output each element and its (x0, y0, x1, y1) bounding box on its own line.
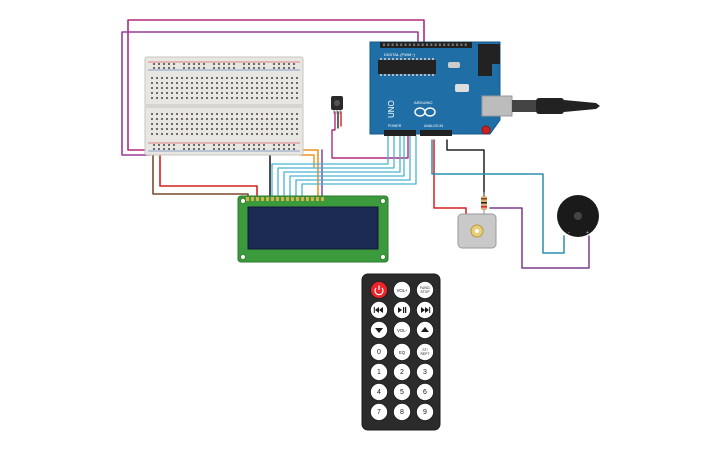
digital-pins (383, 43, 467, 46)
remote-button-1[interactable]: 1 (370, 363, 388, 381)
arduino-infinity-logo (414, 107, 436, 117)
lcd-pin-header (246, 197, 324, 201)
wire-magenta-outer[interactable] (127, 19, 425, 151)
uno-label: UNO (387, 100, 396, 118)
remote-button-label: STOP (420, 290, 430, 294)
buzzer-plus-mark: + (586, 230, 589, 236)
remote-button-6[interactable]: 6 (416, 383, 434, 401)
remote-button-down[interactable] (370, 321, 388, 339)
usb-cable[interactable] (512, 98, 600, 114)
remote-button-2[interactable]: 2 (393, 363, 411, 381)
analog-header[interactable] (420, 130, 452, 136)
remote-button-7[interactable]: 7 (370, 403, 388, 421)
remote-button-label: 2 (400, 369, 404, 376)
remote-button-4[interactable]: 4 (370, 383, 388, 401)
remote-button-3[interactable]: 3 (416, 363, 434, 381)
remote-button-label: 1 (377, 369, 381, 376)
remote-button-prev[interactable] (370, 301, 388, 319)
wire-lcd-d2[interactable] (277, 135, 395, 199)
remote-button-label: 6 (423, 389, 427, 396)
remote-button-st-rept[interactable]: ST/REPT (416, 343, 434, 361)
next-track-icon (421, 307, 431, 313)
remote-button-8[interactable]: 8 (393, 403, 411, 421)
remote-button-9[interactable]: 9 (416, 403, 434, 421)
usb-chip (455, 84, 469, 92)
remote-button-up[interactable] (416, 321, 434, 339)
wire-lcd-d1[interactable] (271, 135, 389, 199)
arduino-uno-board[interactable]: DIGITAL (PWM~) UNO ARDUINO POWER ANALOG … (369, 41, 513, 136)
analog-header-label: ANALOG IN (424, 124, 444, 128)
wire-sensor-signal[interactable] (331, 111, 409, 159)
remote-button-next[interactable] (416, 301, 434, 319)
ir-remote[interactable]: VOL+ FUNC/STOP VOL- 0 EQ ST/REPT 1 2 3 4 5 6 7 8 9 (361, 273, 441, 431)
wire-orange-1[interactable] (295, 149, 319, 197)
remote-button-label: VOL- (397, 328, 407, 333)
usb-port[interactable] (481, 95, 513, 117)
wire-lcd-d4[interactable] (289, 135, 405, 199)
arduino-brand-label: ARDUINO (414, 100, 432, 105)
remote-button-label: EQ (399, 350, 406, 355)
breadboard[interactable] (144, 56, 304, 156)
wire-orange-2[interactable] (299, 154, 315, 169)
piezo-buzzer[interactable]: - + (557, 195, 599, 237)
power-header-label: POWER (388, 124, 402, 128)
wire-lcd-d6[interactable] (301, 135, 417, 199)
remote-button-label: 0 (377, 349, 381, 356)
remote-button-label: VOL+ (397, 288, 408, 293)
remote-button-label: 3 (423, 369, 427, 376)
lcd-display-16x2[interactable] (237, 195, 389, 263)
remote-button-play-pause[interactable] (393, 301, 411, 319)
breadboard-holes (151, 63, 298, 150)
remote-button-label: FUNC/ (420, 286, 430, 290)
voltage-regulator (478, 64, 492, 76)
remote-button-label: ST/ (422, 348, 427, 352)
wire-lcd-d5[interactable] (295, 135, 411, 199)
wire-purple-buzzer[interactable] (489, 207, 590, 269)
microcontroller-chip (378, 60, 436, 74)
remote-button-label: 7 (377, 409, 381, 416)
power-jack[interactable] (478, 44, 500, 64)
wire-lcd-d3[interactable] (283, 135, 401, 199)
play-pause-icon (398, 307, 407, 313)
reset-button[interactable] (481, 125, 491, 135)
previous-track-icon (373, 307, 383, 313)
wire-brown-lcd-gnd[interactable] (152, 151, 249, 201)
resistor[interactable] (481, 192, 487, 216)
crystal (448, 62, 460, 68)
power-icon (374, 285, 384, 296)
remote-button-func-stop[interactable]: FUNC/STOP (416, 281, 434, 299)
wire-red-motor[interactable] (433, 139, 467, 217)
remote-button-power[interactable] (370, 281, 388, 299)
digital-header-label: DIGITAL (PWM~) (384, 52, 416, 57)
remote-buttons: VOL+ FUNC/STOP VOL- 0 EQ ST/REPT 1 2 3 4 5 6 7 8 9 (370, 281, 434, 421)
lcd-screen (247, 206, 379, 250)
remote-button-0[interactable]: 0 (370, 343, 388, 361)
arrow-up-icon (421, 327, 429, 332)
remote-button-label: 4 (377, 389, 381, 396)
remote-button-vol-plus[interactable]: VOL+ (393, 281, 411, 299)
remote-button-label: 8 (400, 409, 404, 416)
wire-purple-inner[interactable] (121, 31, 419, 156)
chip-legs (380, 58, 434, 76)
power-header[interactable] (384, 130, 416, 136)
remote-button-label: 9 (423, 409, 427, 416)
remote-button-5[interactable]: 5 (393, 383, 411, 401)
remote-button-label: REPT (420, 352, 429, 356)
remote-button-label: 5 (400, 389, 404, 396)
wires (121, 19, 590, 269)
remote-button-vol-minus[interactable]: VOL- (393, 321, 411, 339)
wire-teal-buzzer[interactable] (431, 139, 565, 254)
remote-button-eq[interactable]: EQ (393, 343, 411, 361)
ir-receiver-sensor[interactable] (331, 96, 343, 114)
dc-motor[interactable] (457, 213, 497, 249)
wire-red-lcd-vcc[interactable] (159, 151, 258, 201)
arrow-down-icon (375, 328, 383, 333)
wire-black-resistor[interactable] (446, 139, 485, 197)
buzzer-minus-mark: - (568, 230, 570, 236)
